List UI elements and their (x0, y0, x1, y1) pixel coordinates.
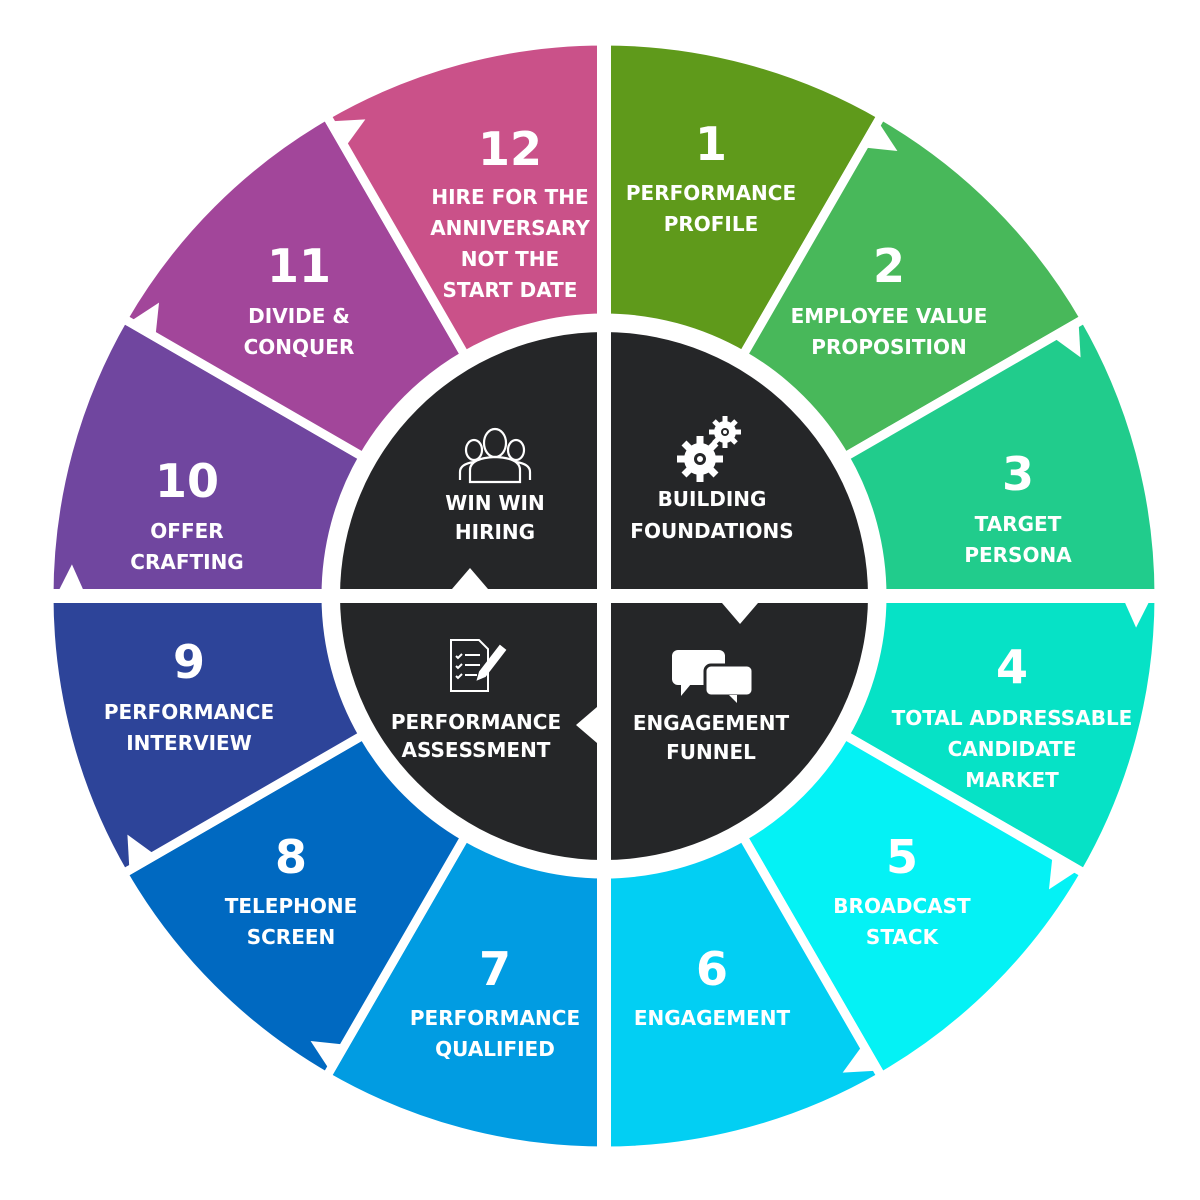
step-label: PROFILE (664, 212, 759, 236)
step-label: CONQUER (244, 335, 355, 359)
flow-arrow-icon (310, 1040, 345, 1071)
step-number: 4 (996, 640, 1028, 694)
phase-icons (450, 416, 755, 703)
phase-label: ENGAGEMENT (633, 711, 790, 735)
step-label: NOT THE (461, 247, 559, 271)
step-label: HIRE FOR THE (431, 185, 588, 209)
step-label: QUALIFIED (435, 1037, 555, 1061)
flow-arrow-icon (56, 564, 86, 596)
flow-arrow-icon (842, 1044, 878, 1073)
step-label: EMPLOYEE VALUE (791, 304, 988, 328)
phase-arrow-icon (576, 707, 597, 743)
step-label: PERFORMANCE (626, 181, 796, 205)
step-number: 3 (1002, 447, 1034, 501)
step-segments (44, 36, 1164, 1156)
chat-bubbles-icon (672, 650, 755, 703)
step-number: 2 (873, 239, 905, 293)
phase-arrow-icon (452, 568, 488, 589)
gears-icon (677, 416, 741, 482)
flow-arrow-icon (863, 121, 898, 152)
phase-label: HIRING (455, 520, 535, 544)
phase-label: FOUNDATIONS (630, 519, 793, 543)
phase-label: PERFORMANCE (391, 710, 561, 734)
step-label: SCREEN (247, 925, 336, 949)
step-label: TELEPHONE (225, 894, 358, 918)
step-label: PERFORMANCE (410, 1006, 580, 1030)
step-label: TARGET (975, 512, 1062, 536)
step-number: 1 (695, 117, 727, 171)
gap-lines (30, 30, 1170, 1170)
step-label: CRAFTING (130, 550, 243, 574)
step-label: ANNIVERSARY (430, 216, 590, 240)
phase-arrow-icon (722, 603, 758, 624)
step-label: PERSONA (964, 543, 1072, 567)
phase-label: BUILDING (658, 487, 767, 511)
step-label: DIVIDE & (248, 304, 350, 328)
step-label: CANDIDATE (948, 737, 1077, 761)
step-number: 9 (173, 635, 205, 689)
step-label: STACK (866, 925, 940, 949)
step-label: MARKET (965, 768, 1059, 792)
step-number: 6 (696, 942, 728, 996)
step-number: 12 (478, 122, 542, 176)
step-label: BROADCAST (833, 894, 971, 918)
flow-arrow-icon (330, 119, 366, 148)
step-number: 7 (479, 942, 511, 996)
flow-arrow-icon (1052, 322, 1081, 358)
flow-arrows (56, 119, 1152, 1073)
step-number: 8 (275, 830, 307, 884)
step-label: ENGAGEMENT (634, 1006, 791, 1030)
flow-arrow-icon (127, 834, 156, 870)
phase-label: WIN WIN (445, 491, 544, 515)
step-label: PROPOSITION (811, 335, 966, 359)
flow-arrow-icon (1048, 855, 1079, 890)
step-number: 10 (155, 454, 219, 508)
flow-arrow-icon (129, 302, 160, 337)
step-label: OFFER (150, 519, 223, 543)
step-label: START DATE (443, 278, 578, 302)
horizontal-divider (30, 589, 1170, 603)
checklist-pen-icon (450, 639, 507, 692)
people-group-icon (458, 427, 532, 484)
step-number: 11 (267, 239, 331, 293)
phase-label: ASSESSMENT (402, 738, 551, 762)
step-label: TOTAL ADDRESSABLE (892, 706, 1133, 730)
step-label: INTERVIEW (126, 731, 252, 755)
step-number: 5 (886, 830, 918, 884)
step-label: PERFORMANCE (104, 700, 274, 724)
phase-label: FUNNEL (666, 740, 756, 764)
flow-arrow-icon (1122, 596, 1152, 628)
